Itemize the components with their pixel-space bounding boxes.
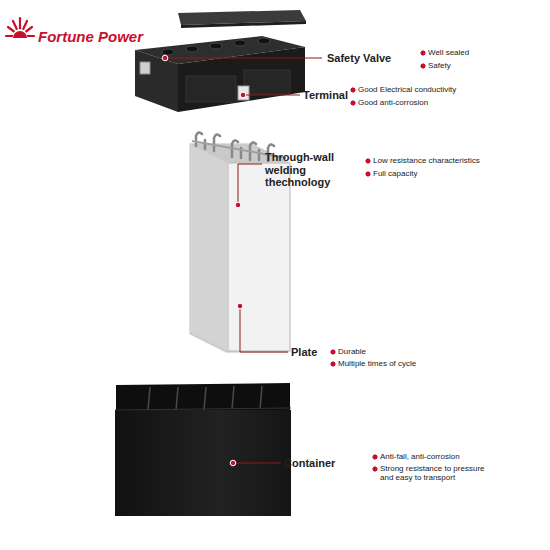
logo-sun bbox=[6, 18, 34, 42]
brand-name: Fortune Power bbox=[38, 28, 143, 45]
part-name: Container bbox=[284, 457, 335, 470]
part-name: Plate bbox=[291, 346, 317, 359]
battery-container bbox=[115, 383, 291, 516]
feature-note: Full capacity bbox=[365, 169, 417, 178]
leader-lines bbox=[165, 58, 322, 463]
feature-note: Anti-fall, anti-corrosion bbox=[372, 452, 460, 461]
feature-note: Low resistance characteristics bbox=[365, 156, 480, 165]
part-name: Safety Valve bbox=[327, 52, 391, 65]
leader-dots bbox=[162, 55, 246, 466]
feature-note: Good Electrical conductivity bbox=[350, 85, 456, 94]
feature-note: Multiple times of cycle bbox=[330, 359, 416, 368]
part-name: Through-wall welding thechnology bbox=[265, 151, 364, 189]
part-name: Terminal bbox=[303, 89, 348, 102]
feature-note: Safety bbox=[420, 61, 451, 70]
feature-note: Durable bbox=[330, 347, 366, 356]
feature-note: Strong resistance to pressure and easy t… bbox=[372, 464, 492, 482]
feature-note: Well sealed bbox=[420, 48, 469, 57]
feature-note: Good anti-corrosion bbox=[350, 98, 428, 107]
battery-lid bbox=[135, 10, 306, 112]
